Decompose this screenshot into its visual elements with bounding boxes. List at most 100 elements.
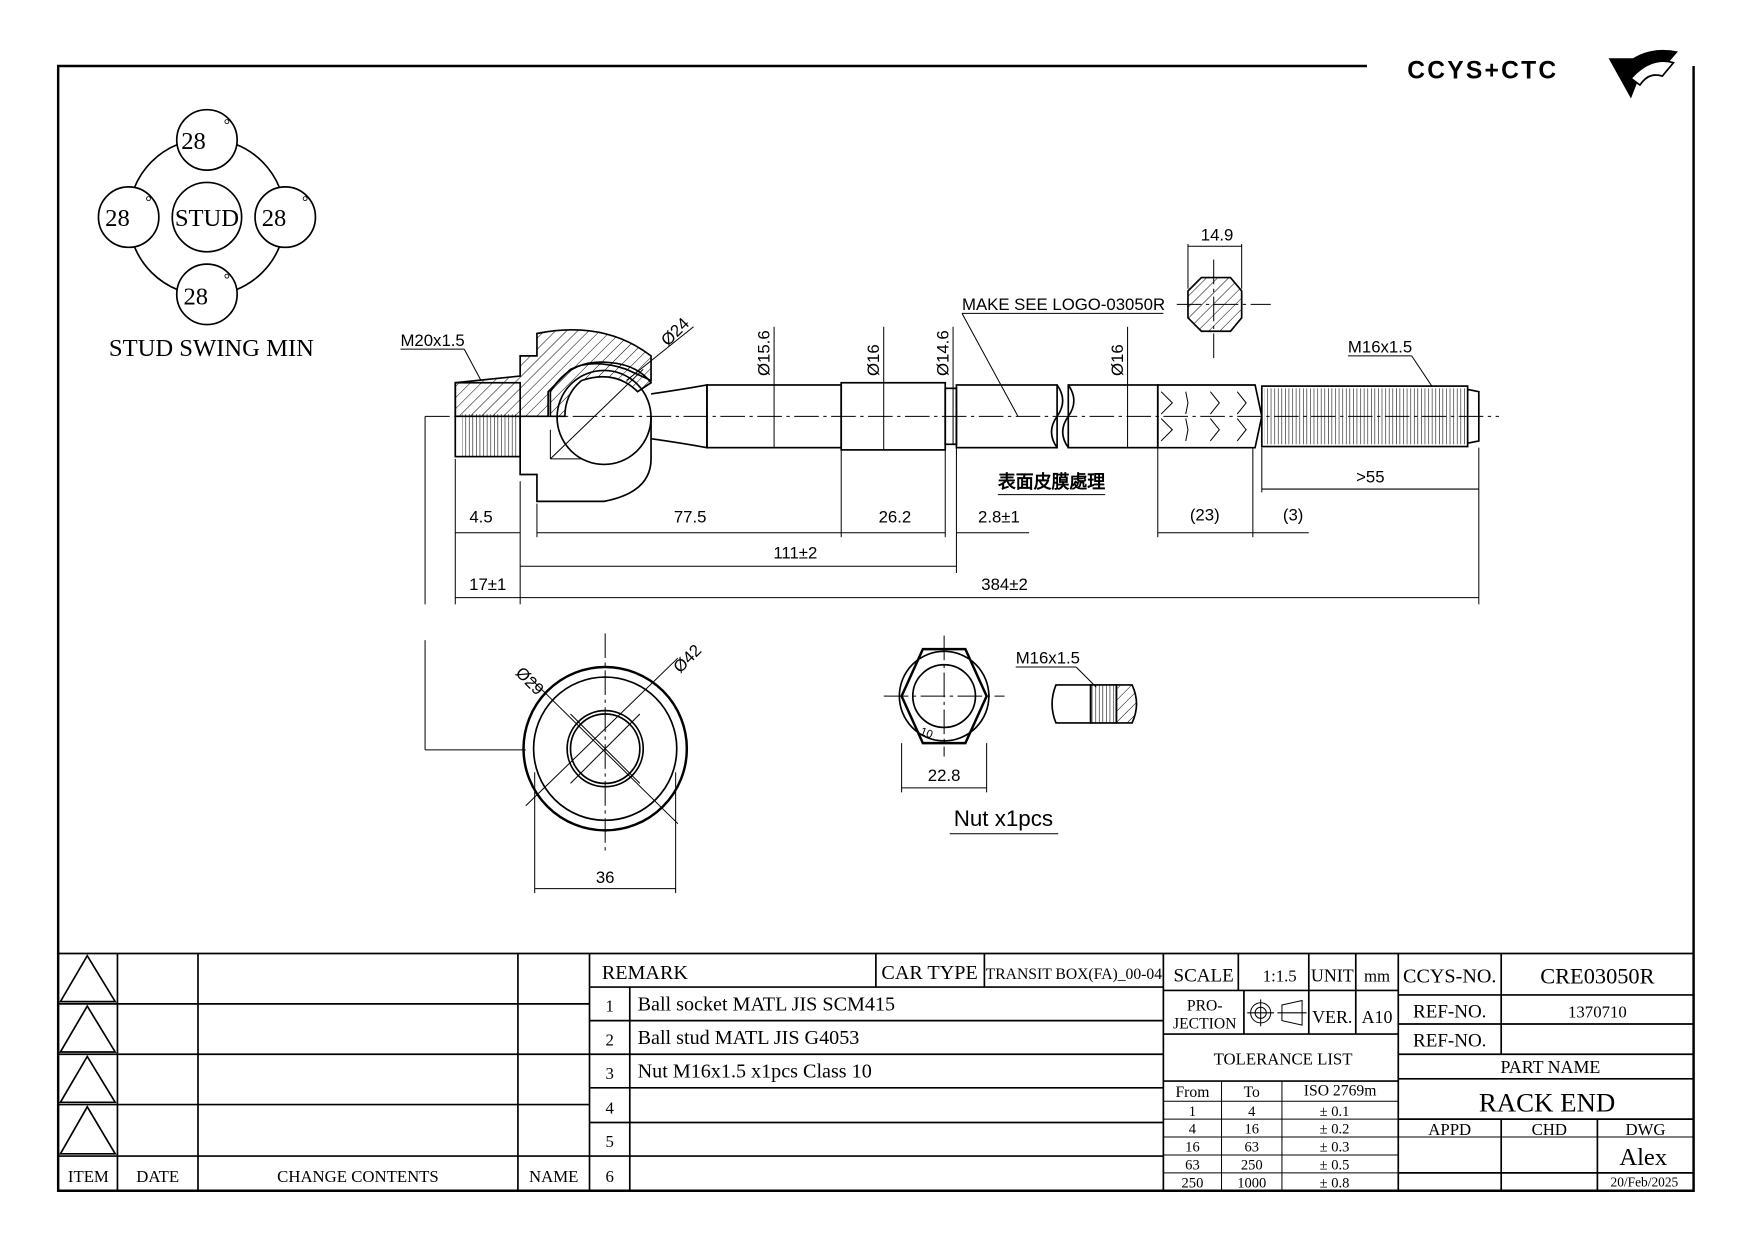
tol-to: 250 [1241, 1157, 1263, 1173]
tol-header-to: To [1244, 1084, 1260, 1101]
tol-value: ± 0.1 [1320, 1104, 1350, 1120]
remark-table: REMARK CAR TYPE TRANSIT BOX(FA)_00-04 1 … [589, 953, 1165, 1191]
remark-row-text: Ball socket MATL JIS SCM415 [638, 994, 895, 1016]
stud-swing-caption: STUD SWING MIN [109, 335, 314, 362]
swing-angle-top: 28 [181, 128, 206, 155]
title-block: CCYS-NO. CRE03050R REF-NO. 1370710 REF-N… [1398, 953, 1694, 1191]
ver-value: A10 [1362, 1007, 1393, 1027]
dim-23: (23) [1190, 505, 1220, 524]
tol-from: 63 [1185, 1157, 1200, 1173]
dim-26-2: 26.2 [879, 508, 912, 527]
remark-row-no: 1 [605, 997, 613, 1016]
unit-label: UNIT [1311, 965, 1354, 985]
rev-header-change-contents: CHANGE CONTENTS [277, 1167, 439, 1186]
tol-from: 1 [1189, 1104, 1196, 1120]
projection-label: PRO- [1187, 998, 1223, 1015]
side-view-dimensions: 4.5 77.5 26.2 2.8±1 (23) (3) >55 111±2 1… [469, 467, 1384, 593]
outer-dia-label: Ø42 [670, 641, 706, 677]
remark-row-no: 6 [605, 1167, 613, 1186]
spec-table: SCALE 1:1.5 UNIT mm PRO- JECTION VER. A1… [1163, 953, 1400, 1191]
nut-thread-label: M16x1.5 [1016, 649, 1080, 668]
ref-no-value: 1370710 [1568, 1002, 1627, 1021]
swing-angle-bottom: 28 [183, 283, 208, 310]
scale-label: SCALE [1174, 965, 1234, 986]
tol-value: ± 0.5 [1320, 1157, 1350, 1173]
dim-17: 17±1 [469, 575, 506, 594]
dia-16-label: Ø16 [1108, 344, 1127, 376]
swing-angle-left: 28 [105, 205, 130, 232]
rev-header-date: DATE [136, 1167, 179, 1186]
dim-111: 111±2 [773, 543, 817, 562]
chd-label: CHD [1532, 1120, 1567, 1139]
scale-value: 1:1.5 [1263, 966, 1297, 985]
remark-label: REMARK [602, 962, 689, 984]
side-view-callouts: M20x1.5 M16x1.5 Ø24 Ø15.6 Ø16 Ø14.6 Ø16 … [400, 226, 1412, 492]
company-logo: CCYS+CTC [1407, 49, 1678, 99]
tol-from: 250 [1182, 1175, 1204, 1191]
revision-table: ITEM DATE CHANGE CONTENTS NAME [58, 952, 1694, 1191]
drawing-date: 20/Feb/2025 [1610, 1174, 1678, 1189]
remark-row-no: 5 [605, 1132, 613, 1151]
car-type-value: TRANSIT BOX(FA)_00-04 [986, 966, 1163, 983]
tol-from: 4 [1189, 1122, 1197, 1138]
swing-angle-right: 28 [262, 205, 287, 232]
part-name-label: PART NAME [1501, 1057, 1601, 1077]
rev-header-item: ITEM [68, 1167, 109, 1186]
stud-swing-diagram: STUD 28 28 28 28 ° ° ° ° STUD SWING MIN [97, 108, 317, 362]
tol-value: ± 0.2 [1320, 1122, 1350, 1138]
degree-mark: ° [224, 271, 230, 288]
remark-row-text: Nut M16x1.5 x1pcs Class 10 [638, 1061, 872, 1083]
thread-m16-label: M16x1.5 [1348, 338, 1412, 357]
nut-views: 10 22.8 M16x1.5 Nut x1pcs [883, 635, 1138, 835]
dia-15-6-label: Ø15.6 [755, 330, 774, 376]
part-name: RACK END [1479, 1087, 1615, 1117]
dim-4-5: 4.5 [469, 508, 492, 527]
dim-55: >55 [1356, 467, 1384, 486]
appd-label: APPD [1428, 1120, 1471, 1139]
sheet-border [56, 64, 1695, 1192]
grade-mark: 10 [918, 726, 934, 742]
dia-14-6-label: Ø14.6 [934, 330, 953, 376]
ccys-no-value: CRE03050R [1540, 964, 1654, 989]
ref-no-label: REF-NO. [1413, 1030, 1486, 1051]
hex-width-label: 14.9 [1201, 226, 1234, 245]
remark-row-no: 4 [605, 1099, 614, 1118]
socket-width-label: 36 [596, 868, 615, 887]
third-angle-projection-icon [1247, 999, 1307, 1027]
rev-header-name: NAME [529, 1167, 578, 1186]
ref-no-label: REF-NO. [1413, 1001, 1486, 1022]
logo-text: CCYS+CTC [1407, 57, 1558, 84]
dwg-label: DWG [1625, 1120, 1665, 1139]
tolerance-title: TOLERANCE LIST [1214, 1049, 1353, 1068]
degree-mark: ° [302, 194, 308, 211]
degree-mark: ° [224, 117, 230, 134]
tol-header-iso: ISO 2769m [1304, 1083, 1377, 1100]
dim-2-8: 2.8±1 [978, 508, 1020, 527]
logo-note: MAKE SEE LOGO-03050R [962, 295, 1165, 314]
dim-384: 384±2 [981, 575, 1027, 594]
tol-to: 1000 [1237, 1175, 1266, 1191]
tol-header-from: From [1175, 1084, 1209, 1101]
drawn-by: Alex [1619, 1144, 1667, 1171]
nut-caption: Nut x1pcs [954, 806, 1053, 831]
dim-77-5: 77.5 [674, 508, 707, 527]
remark-row-no: 2 [605, 1030, 613, 1049]
tol-to: 4 [1248, 1104, 1256, 1120]
tol-value: ± 0.8 [1320, 1175, 1350, 1191]
dim-3: (3) [1283, 505, 1303, 524]
ball-dia-label: Ø24 [657, 314, 693, 350]
rack-end-side-view [400, 243, 1499, 605]
projection-label: JECTION [1173, 1015, 1236, 1032]
car-type-label: CAR TYPE [881, 962, 977, 984]
ccys-no-label: CCYS-NO. [1403, 966, 1496, 988]
nut-across-label: 22.8 [928, 766, 961, 785]
tol-to: 63 [1244, 1140, 1259, 1156]
stud-label: STUD [175, 205, 239, 232]
tol-to: 16 [1244, 1122, 1259, 1138]
tol-from: 16 [1185, 1140, 1200, 1156]
remark-row-text: Ball stud MATL JIS G4053 [638, 1027, 860, 1049]
tol-value: ± 0.3 [1320, 1140, 1350, 1156]
ver-label: VER. [1312, 1007, 1352, 1027]
inner-dia-label: Ø29 [512, 663, 548, 699]
